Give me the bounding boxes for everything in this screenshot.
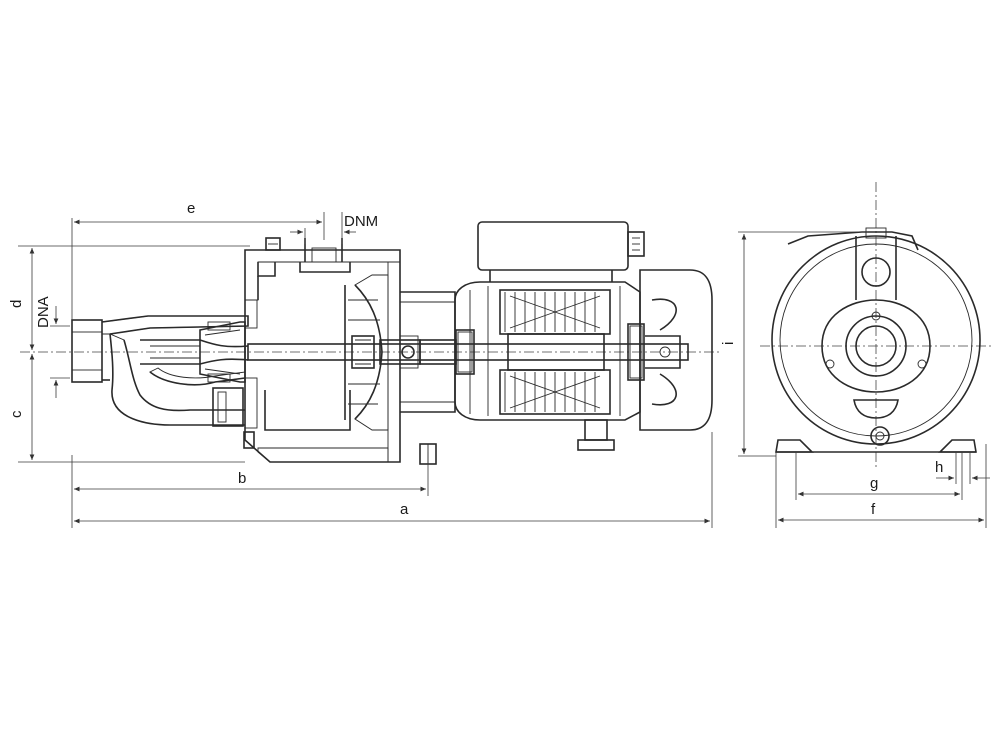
label-b: b bbox=[238, 470, 246, 487]
label-f: f bbox=[871, 501, 876, 518]
fan-cover bbox=[639, 269, 713, 431]
label-h: h bbox=[935, 459, 943, 476]
terminal-box bbox=[477, 221, 645, 282]
label-a: a bbox=[400, 501, 409, 518]
motor-foot bbox=[577, 419, 615, 451]
motor-housing bbox=[454, 281, 645, 421]
suction-port-inner bbox=[855, 325, 897, 367]
label-c: c bbox=[8, 410, 25, 418]
impeller bbox=[344, 274, 389, 431]
motor-bracket bbox=[400, 291, 456, 413]
label-g: g bbox=[870, 475, 878, 492]
side-view: a b e DNM d c DNA bbox=[8, 200, 720, 528]
label-i: i bbox=[720, 342, 737, 345]
pump-casing bbox=[243, 237, 437, 465]
end-view: i f g h bbox=[720, 182, 992, 528]
label-dna: DNA bbox=[35, 296, 52, 328]
drain-plug bbox=[870, 426, 890, 446]
suction-port-outer bbox=[845, 315, 907, 377]
shaft-assembly bbox=[247, 329, 689, 375]
label-dnm: DNM bbox=[344, 213, 378, 230]
label-e: e bbox=[187, 200, 195, 217]
suction-inlet bbox=[71, 315, 249, 383]
label-d: d bbox=[8, 300, 25, 308]
discharge-port bbox=[861, 257, 891, 287]
